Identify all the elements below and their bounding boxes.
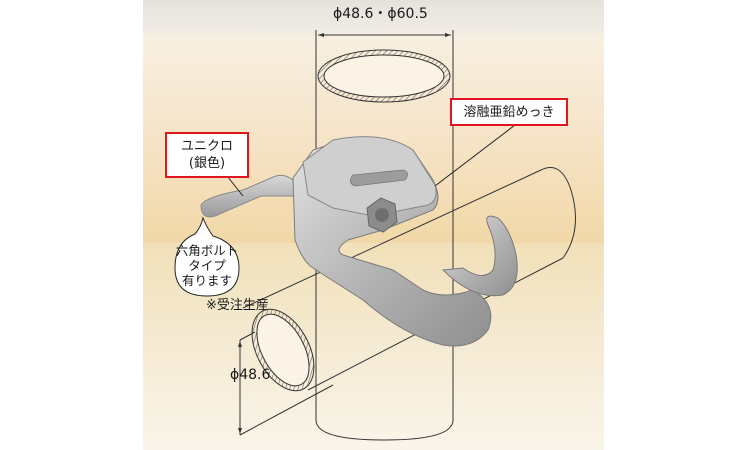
horizontal-dimension-arrow xyxy=(238,331,334,436)
vertical-pipe xyxy=(315,40,454,441)
vertical-pipe-dimension-label: ϕ48.6・ϕ60.5 xyxy=(333,6,428,22)
made-to-order-note: ※受注生産 xyxy=(206,298,269,313)
horizontal-pipe xyxy=(242,167,576,392)
clamp-body xyxy=(200,136,518,347)
bubble-line-2: タイプ xyxy=(188,258,226,273)
clamp-illustration xyxy=(174,30,576,441)
callout-hot-dip-galvanized-text: 溶融亜鉛めっき xyxy=(463,104,555,120)
callout-hot-dip-galvanized: 溶融亜鉛めっき xyxy=(450,98,568,126)
diagram-panel: ϕ48.6・ϕ60.5 ϕ48.6 溶融亜鉛めっき ユニクロ (銀色) 六角ボル… xyxy=(143,0,604,450)
callout-unichrome-line2: (銀色) xyxy=(188,156,226,171)
horizontal-pipe-dimension-label: ϕ48.6 xyxy=(230,367,271,383)
callout-unichrome-line1: ユニクロ xyxy=(180,139,233,154)
bubble-line-1: 六角ボルト xyxy=(175,243,239,258)
vertical-dimension-arrow xyxy=(315,30,454,40)
bubble-line-3: 有ります xyxy=(181,273,232,288)
callout-unichrome: ユニクロ (銀色) xyxy=(165,132,249,178)
speech-bubble xyxy=(174,216,240,297)
leader-lines xyxy=(226,124,516,197)
bubble-text: 六角ボルト タイプ 有ります xyxy=(173,243,241,288)
